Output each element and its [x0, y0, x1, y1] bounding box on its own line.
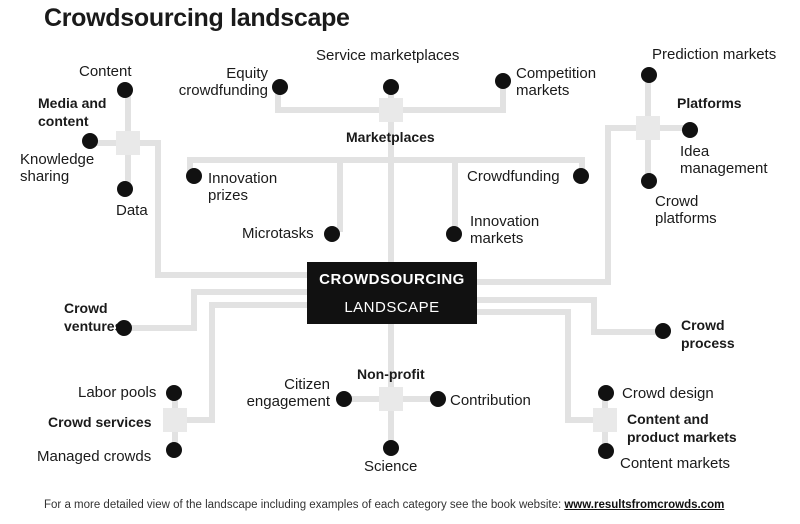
node-microtasks: [324, 226, 340, 242]
footer-note: For a more detailed view of the landscap…: [44, 499, 724, 511]
platforms-junction: [636, 116, 660, 140]
marketplaces-junction: [379, 98, 403, 122]
group-crowd-services: Crowd services: [48, 414, 152, 430]
node-crowd-platforms: [641, 173, 657, 189]
label-data: Data: [116, 202, 148, 219]
label-citizen-engagement: Citizen engagement: [246, 376, 330, 410]
label-competition-markets: Competition markets: [516, 65, 597, 99]
node-service-marketplaces: [383, 79, 399, 95]
group-content-product-markets: Content and product markets: [627, 411, 737, 445]
label-idea-management: Idea management: [680, 143, 768, 177]
group-media-content: Media and content: [38, 95, 107, 129]
node-managed-crowds: [166, 442, 182, 458]
node-labor-pools: [166, 385, 182, 401]
node-science: [383, 440, 399, 456]
label-labor-pools: Labor pools: [78, 384, 157, 401]
node-content-markets: [598, 443, 614, 459]
label-prediction-markets: Prediction markets: [652, 46, 777, 63]
node-crowd-design: [598, 385, 614, 401]
label-service-marketplaces: Service marketplaces: [316, 47, 460, 64]
label-innovation-prizes: Innovation prizes: [208, 170, 278, 204]
group-platforms: Platforms: [677, 95, 742, 111]
center-box: CROWDSOURCING LANDSCAPE: [307, 262, 477, 324]
group-crowd-process: Crowd process: [681, 317, 735, 351]
node-content: [117, 82, 133, 98]
node-equity-crowdfunding: [272, 79, 288, 95]
label-crowdfunding: Crowdfunding: [467, 168, 560, 185]
label-content: Content: [79, 63, 132, 80]
group-marketplaces: Marketplaces: [346, 129, 435, 145]
node-data: [117, 181, 133, 197]
media-junction: [116, 131, 140, 155]
label-contribution: Contribution: [450, 392, 531, 409]
label-science: Science: [364, 458, 418, 475]
node-knowledge-sharing: [82, 133, 98, 149]
node-crowd-process: [655, 323, 671, 339]
node-innovation-markets: [446, 226, 462, 242]
label-innovation-markets: Innovation markets: [470, 213, 540, 247]
node-crowdfunding: [573, 168, 589, 184]
node-idea-management: [682, 122, 698, 138]
page-title: Crowdsourcing landscape: [44, 4, 350, 32]
center-title: CROWDSOURCING: [319, 271, 465, 288]
label-crowd-design: Crowd design: [622, 385, 714, 402]
footer-text: For a more detailed view of the landscap…: [44, 499, 565, 511]
services-junction: [163, 408, 187, 432]
group-crowd-ventures: Crowd ventures: [64, 300, 123, 334]
node-prediction-markets: [641, 67, 657, 83]
content-product-junction: [593, 408, 617, 432]
label-equity-crowdfunding: Equity crowdfunding: [178, 65, 268, 99]
label-content-markets: Content markets: [620, 455, 731, 472]
label-managed-crowds: Managed crowds: [37, 448, 152, 465]
node-crowd-ventures: [116, 320, 132, 336]
website-link[interactable]: www.resultsfromcrowds.com: [564, 499, 725, 511]
label-microtasks: Microtasks: [242, 225, 314, 242]
node-innovation-prizes: [186, 168, 202, 184]
center-subtitle: LANDSCAPE: [344, 299, 440, 316]
label-crowd-platforms: Crowd platforms: [655, 193, 717, 227]
node-competition-markets: [495, 73, 511, 89]
nonprofit-junction: [379, 387, 403, 411]
group-nonprofit: Non-profit: [357, 366, 425, 382]
node-citizen-engagement: [336, 391, 352, 407]
label-knowledge-sharing: Knowledge sharing: [20, 151, 95, 185]
node-contribution: [430, 391, 446, 407]
